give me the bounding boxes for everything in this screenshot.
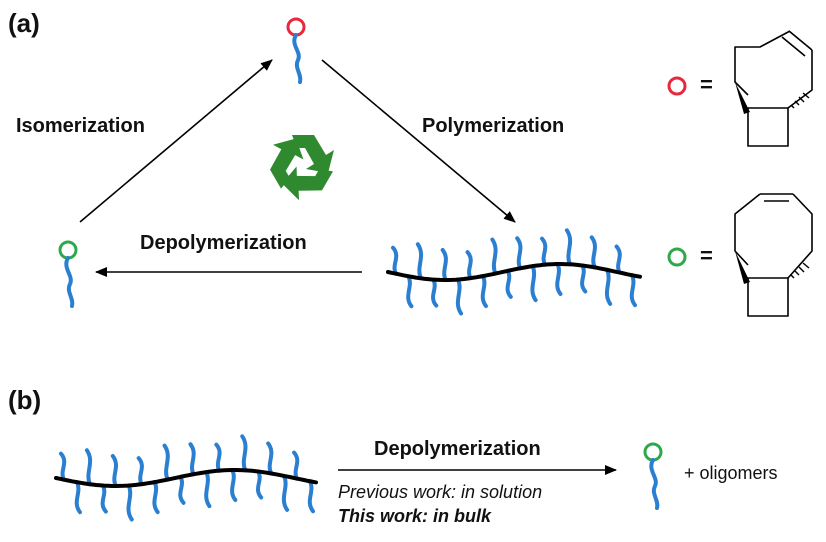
recycle-icon xyxy=(260,133,334,208)
side-chain xyxy=(391,245,399,276)
side-chain xyxy=(204,470,212,509)
side-chain xyxy=(100,483,108,514)
side-chain xyxy=(240,434,248,473)
side-chain xyxy=(84,448,93,487)
legend-green-marker xyxy=(667,247,687,267)
side-chain xyxy=(505,268,513,299)
polymerization-label: Polymerization xyxy=(422,115,565,137)
side-chain xyxy=(555,262,563,297)
legend-red-marker xyxy=(667,76,687,96)
side-chain xyxy=(110,454,118,488)
side-chain xyxy=(614,244,622,275)
oligomers-label: + oligomers xyxy=(684,463,778,483)
legend-equals-red: = xyxy=(700,72,713,97)
depolymerization-label-b: Depolymerization xyxy=(374,438,541,460)
side-chain xyxy=(564,228,573,267)
structure-trans-cyclooctene xyxy=(734,30,813,147)
side-chain xyxy=(490,237,498,276)
depolymerization-label-a: Depolymerization xyxy=(140,232,307,254)
isomerization-label: Isomerization xyxy=(16,115,145,137)
side-chain xyxy=(455,277,464,316)
side-chain xyxy=(540,236,548,267)
side-chain xyxy=(629,273,637,308)
side-chain xyxy=(266,441,274,476)
polymer-brush-b xyxy=(54,434,318,522)
polymer-brush-a xyxy=(386,228,642,316)
side-chain xyxy=(530,264,538,303)
side-chain xyxy=(126,483,134,522)
side-chain xyxy=(162,443,170,482)
side-chain xyxy=(589,235,597,270)
structure-cis-cyclooctene xyxy=(734,193,813,317)
polymer-backbone xyxy=(54,468,318,488)
panel-b-tag: (b) xyxy=(8,385,42,415)
side-chain xyxy=(230,468,238,503)
side-chain xyxy=(178,474,186,505)
green-monomer xyxy=(58,240,78,308)
green-monomer-product xyxy=(643,442,663,510)
side-chain xyxy=(480,274,488,309)
side-chain xyxy=(281,473,290,512)
side-chain xyxy=(152,480,160,515)
this-work-note: This work: in bulk xyxy=(338,506,492,526)
side-chain xyxy=(406,274,414,309)
polymer-backbone xyxy=(386,262,642,282)
side-chain xyxy=(580,263,588,294)
side-chain xyxy=(515,236,523,271)
side-chain xyxy=(605,267,613,306)
side-chain xyxy=(415,242,423,281)
side-chain xyxy=(188,442,196,477)
side-chain xyxy=(307,479,315,514)
polymerization-arrow xyxy=(321,59,516,223)
side-chain xyxy=(465,250,473,281)
side-chain xyxy=(440,247,448,282)
side-chain xyxy=(136,456,144,487)
legend-equals-green: = xyxy=(700,243,713,268)
isomerization-arrow xyxy=(79,59,273,223)
side-chain xyxy=(431,277,439,308)
panel-a-tag: (a) xyxy=(8,8,40,38)
side-chain xyxy=(59,451,67,482)
side-chain xyxy=(292,450,300,481)
side-chain xyxy=(74,480,82,515)
side-chain xyxy=(256,469,264,500)
red-monomer xyxy=(286,17,306,84)
side-chain xyxy=(214,442,222,473)
previous-work-note: Previous work: in solution xyxy=(338,482,543,502)
